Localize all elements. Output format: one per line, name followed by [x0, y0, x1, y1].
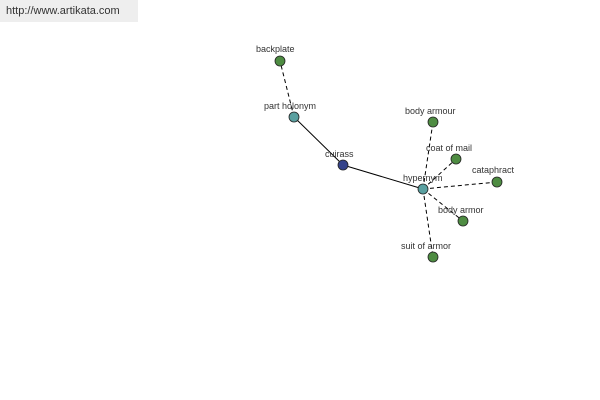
node-body-armor[interactable]: body armor	[438, 205, 484, 227]
node-cuirass-label: cuirass	[325, 149, 354, 159]
node-coat-of-mail-marker[interactable]	[450, 153, 462, 165]
node-hypernym-marker[interactable]	[417, 183, 429, 195]
node-suit-of-armor-label: suit of armor	[401, 241, 451, 251]
edge-cuirass-to-hypernym	[342, 164, 424, 190]
node-cataphract[interactable]: cataphract	[472, 165, 515, 188]
edge-hypernym-to-body-armour	[422, 121, 434, 190]
watermark-url: http://www.artikata.com	[0, 0, 138, 22]
edge-hypernym-to-suit-of-armor	[422, 188, 434, 258]
edge-hypernym-to-coat-of-mail	[422, 158, 457, 190]
node-backplate-marker[interactable]	[274, 55, 286, 67]
node-body-armour-label: body armour	[405, 106, 456, 116]
node-suit-of-armor[interactable]: suit of armor	[401, 241, 451, 263]
edge-part-holonym-to-backplate	[279, 60, 295, 118]
node-part-holonym-label: part holonym	[264, 101, 316, 111]
node-coat-of-mail-label: coat of mail	[426, 143, 472, 153]
node-cuirass-marker[interactable]	[337, 159, 349, 171]
node-hypernym[interactable]: hypernym	[403, 173, 443, 195]
edge-hypernym-to-body-armor	[422, 188, 464, 222]
node-part-holonym[interactable]: part holonym	[264, 101, 316, 123]
node-cataphract-marker[interactable]	[491, 176, 503, 188]
node-backplate[interactable]: backplate	[256, 44, 295, 67]
node-body-armour-marker[interactable]	[427, 116, 439, 128]
node-body-armor-marker[interactable]	[457, 215, 469, 227]
graph-nodes: cuirass part holonym hypernym backplate body…	[256, 44, 515, 263]
node-body-armor-label: body armor	[438, 205, 484, 215]
node-backplate-label: backplate	[256, 44, 295, 54]
node-hypernym-label: hypernym	[403, 173, 443, 183]
node-coat-of-mail[interactable]: coat of mail	[426, 143, 472, 165]
node-part-holonym-marker[interactable]	[288, 111, 300, 123]
edge-hypernym-to-cataphract	[422, 181, 498, 190]
node-body-armour[interactable]: body armour	[405, 106, 456, 128]
node-cataphract-label: cataphract	[472, 165, 515, 175]
edge-cuirass-to-part-holonym	[293, 116, 344, 166]
node-suit-of-armor-marker[interactable]	[427, 251, 439, 263]
node-cuirass[interactable]: cuirass	[325, 149, 354, 171]
graph-edges	[279, 60, 498, 258]
